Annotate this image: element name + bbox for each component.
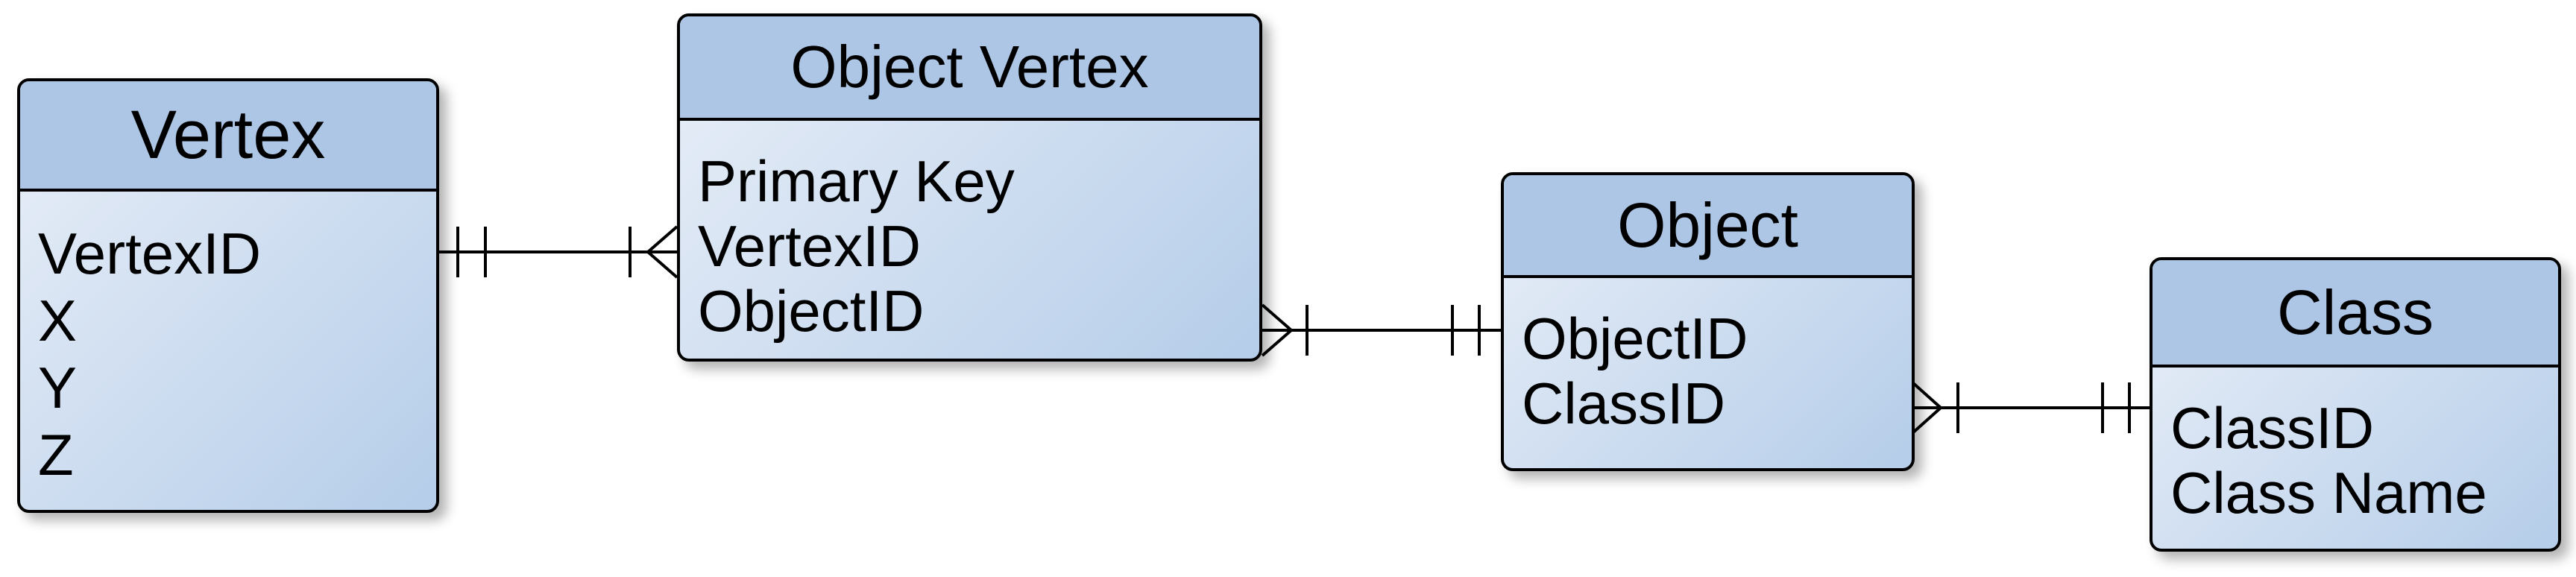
entity-field: ObjectID <box>1522 306 1748 371</box>
crow-foot-prong <box>1911 406 1942 435</box>
entity-vertex[interactable]: Vertex VertexID X Y Z <box>17 78 439 513</box>
entity-title: Vertex <box>20 81 436 192</box>
entity-field-list: VertexID X Y Z <box>20 192 436 488</box>
relationship-objectvertex-object <box>1261 303 1501 357</box>
entity-title: Class <box>2153 260 2558 368</box>
entity-field-list: Primary Key VertexID ObjectID <box>680 121 1259 344</box>
relationship-object-class <box>1911 381 2150 435</box>
entity-field: ClassID <box>2170 395 2375 461</box>
entity-field: VertexID <box>698 213 922 279</box>
entity-field: VertexID <box>38 221 262 286</box>
crow-foot-prong <box>1261 329 1293 357</box>
crow-foot-prong <box>646 225 678 253</box>
entity-field: Primary Key <box>698 148 1015 214</box>
crow-foot-prong <box>1911 381 1942 409</box>
crow-foot-prong <box>646 250 678 279</box>
entity-field-list: ObjectID ClassID <box>1504 278 1912 436</box>
entity-object-vertex[interactable]: Object Vertex Primary Key VertexID Objec… <box>677 13 1262 362</box>
entity-field: ClassID <box>1522 371 1726 436</box>
entity-field: Y <box>38 355 78 420</box>
entity-class[interactable]: Class ClassID Class Name <box>2150 257 2561 552</box>
entity-field: Z <box>38 422 74 488</box>
entity-field-list: ClassID Class Name <box>2153 368 2558 526</box>
entity-title: Object <box>1504 175 1912 278</box>
entity-object[interactable]: Object ObjectID ClassID <box>1501 172 1915 471</box>
entity-field: ObjectID <box>698 278 925 344</box>
crow-foot-prong <box>1261 303 1293 332</box>
entity-field: Class Name <box>2170 460 2487 526</box>
entity-title: Object Vertex <box>680 16 1259 121</box>
entity-field: X <box>38 288 78 353</box>
relationship-vertex-objectvertex <box>439 225 678 279</box>
